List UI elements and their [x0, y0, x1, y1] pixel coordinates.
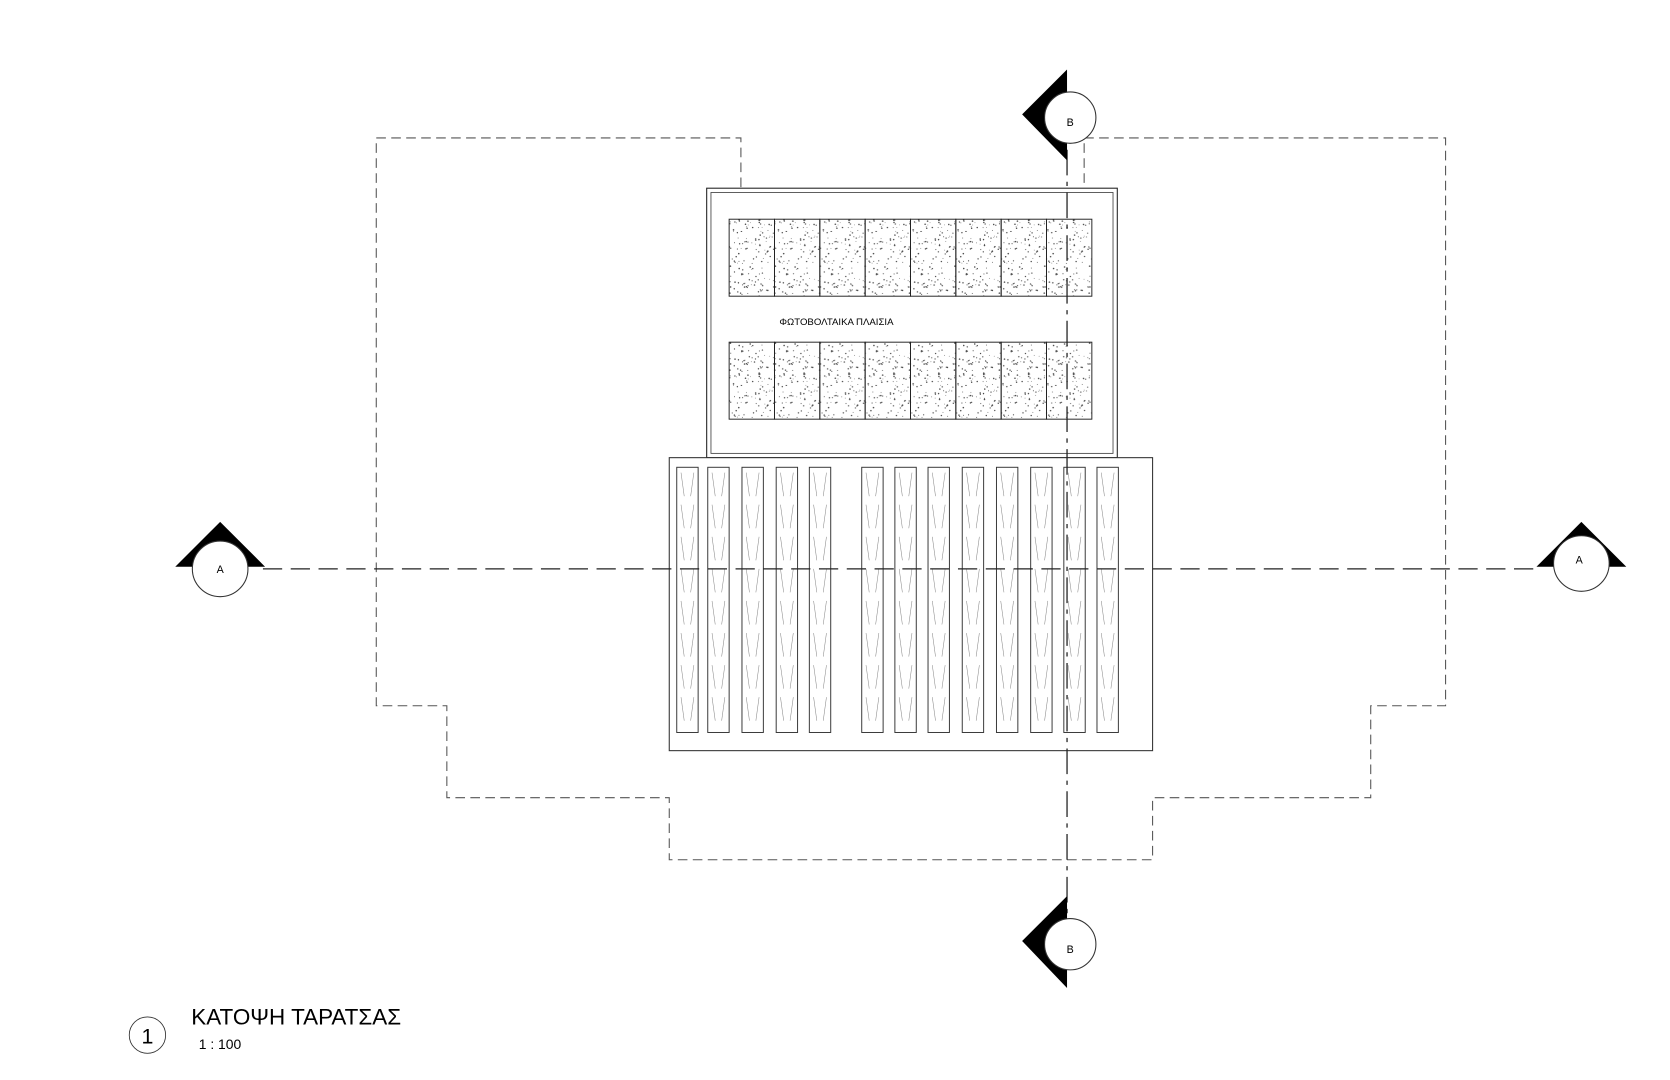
pv-panel: [1000, 218, 1047, 297]
pergola-slat: [676, 466, 699, 733]
pv-panel: [773, 218, 821, 297]
pergola-slat: [741, 466, 764, 733]
pv-panel: [773, 341, 821, 420]
pergola-slat: [961, 466, 985, 733]
view-number-circle: [128, 1016, 167, 1054]
section-marker-a-left: A: [175, 521, 266, 598]
pergola-slat: [894, 466, 917, 733]
section-marker-a-right: A: [1536, 521, 1627, 592]
pv-panel: [910, 218, 957, 297]
view-scale: 1 : 100: [199, 1036, 242, 1052]
pv-panel: [1046, 218, 1093, 297]
pergola-slat: [707, 466, 730, 733]
pv-panel: [955, 218, 1002, 297]
view-title: ΚΑΤΟΨΗ ΤΑΡΑΤΣΑΣ: [191, 1004, 401, 1029]
section-a-label: A: [1576, 555, 1584, 567]
section-marker-b-bottom: B: [1022, 896, 1097, 989]
section-b-label: B: [1067, 944, 1074, 956]
pergola-slat: [861, 466, 884, 733]
pergola-area: [668, 457, 1154, 752]
view-number: 1: [141, 1025, 153, 1049]
section-marker-b-top: B: [1022, 69, 1097, 161]
pergola-slat: [1096, 466, 1119, 733]
pergola-slat: [1063, 466, 1086, 733]
pergola-slat: [927, 466, 950, 733]
pergola-slat: [1030, 466, 1053, 733]
pv-panels-label: ΦΩΤΟΒΟΛΤΑΙΚΑ ΠΛΑΙΣΙΑ: [779, 317, 894, 328]
pv-panel: [1046, 341, 1093, 420]
section-a-label: A: [217, 564, 225, 576]
pv-panel: [1000, 341, 1047, 420]
pv-panel: [864, 218, 911, 297]
pv-panel: [819, 218, 866, 297]
pv-panel: [910, 341, 957, 420]
pv-panel: [728, 218, 775, 297]
pv-panel: [864, 341, 911, 420]
pv-area: ΦΩΤΟΒΟΛΤΑΙΚΑ ΠΛΑΙΣΙΑ: [706, 187, 1118, 459]
pergola-slat: [775, 466, 799, 733]
lower-floor-outline: [375, 137, 1447, 861]
pergola-slat: [995, 466, 1019, 733]
pv-panel: [728, 341, 775, 420]
pv-panel: [955, 341, 1002, 420]
section-b-label: B: [1067, 117, 1074, 129]
pergola-slat: [808, 466, 832, 733]
view-title-block: 1 ΚΑΤΟΨΗ ΤΑΡΑΤΣΑΣ 1 : 100: [128, 1004, 401, 1054]
pv-panel: [819, 341, 866, 420]
